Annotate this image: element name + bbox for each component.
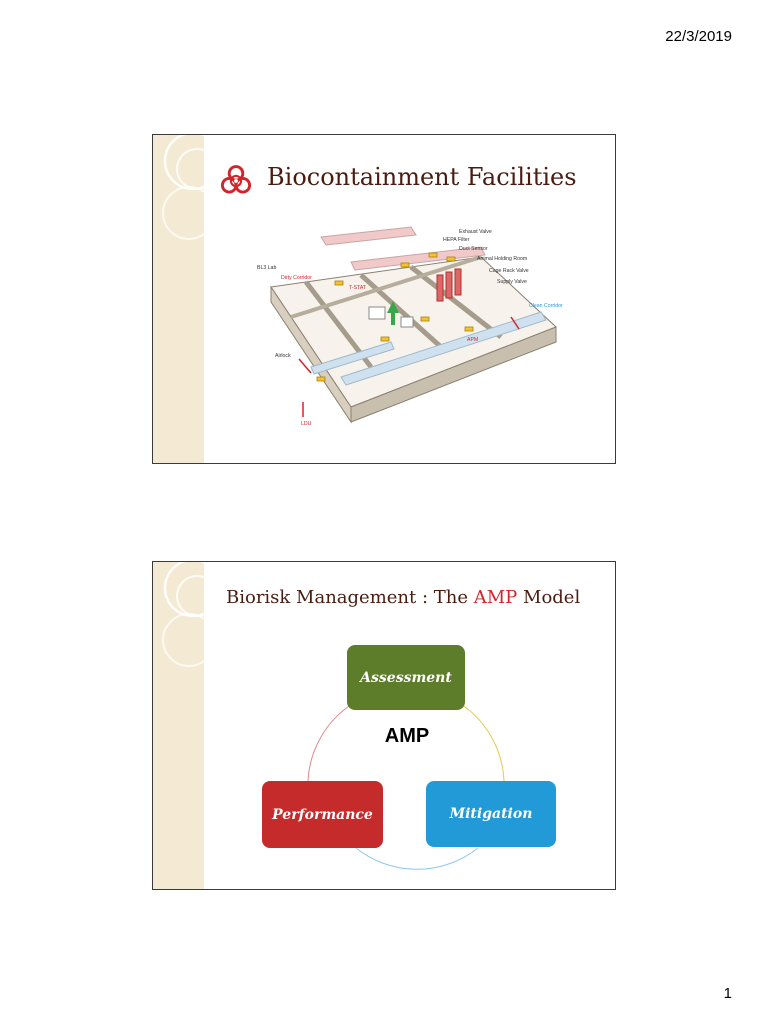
slide-title: Biorisk Management : The AMP Model [226, 587, 580, 608]
page-number: 1 [723, 985, 732, 1002]
diagram-label-clean-corridor: Clean Corridor [529, 303, 563, 309]
title-accent-amp: AMP [473, 587, 518, 608]
slide-decoration-stripe [153, 562, 204, 889]
diagram-label-apm: APM [467, 337, 478, 343]
diagram-label-dirty-corridor: Dirty Corridor [281, 275, 312, 281]
amp-cycle-ring [307, 703, 505, 870]
facility-diagram: Exhaust Valve HEPA Filter Duct Sensor An… [257, 226, 563, 427]
slide-amp-model: Biorisk Management : The AMP Model Asses… [152, 561, 616, 890]
diagram-label-ldu: LDU [301, 421, 312, 427]
slide-decoration-stripe [153, 135, 204, 463]
diagram-label-t-stat: T-STAT [349, 285, 367, 291]
title-part-2: Model [517, 587, 581, 608]
diagram-label-airlock: Airlock [275, 353, 291, 359]
diagram-label-supply-valve: Supply Valve [497, 279, 527, 285]
diagram-label-exhaust-valve: Exhaust Valve [459, 229, 492, 235]
biohazard-icon [220, 165, 252, 194]
performance-box: Performance [262, 781, 383, 848]
title-part-1: Biorisk Management : The [226, 587, 474, 608]
diagram-label-hepa-filter: HEPA Filter [443, 237, 470, 243]
diagram-label-animal-holding: Animal Holding Room [477, 256, 527, 262]
page-date: 22/3/2019 [665, 28, 732, 45]
slide-biocontainment: Biocontainment Facilities [152, 134, 616, 464]
diagram-label-bl3-lab: BL3 Lab [257, 265, 276, 271]
diagram-label-cage-rack-valve: Cage Rack Valve [489, 268, 529, 274]
assessment-box: Assessment [347, 645, 465, 710]
diagram-label-duct-sensor: Duct Sensor [459, 246, 488, 252]
mitigation-box: Mitigation [426, 781, 556, 847]
amp-center-label: AMP [384, 725, 430, 747]
slide-title: Biocontainment Facilities [267, 163, 577, 191]
